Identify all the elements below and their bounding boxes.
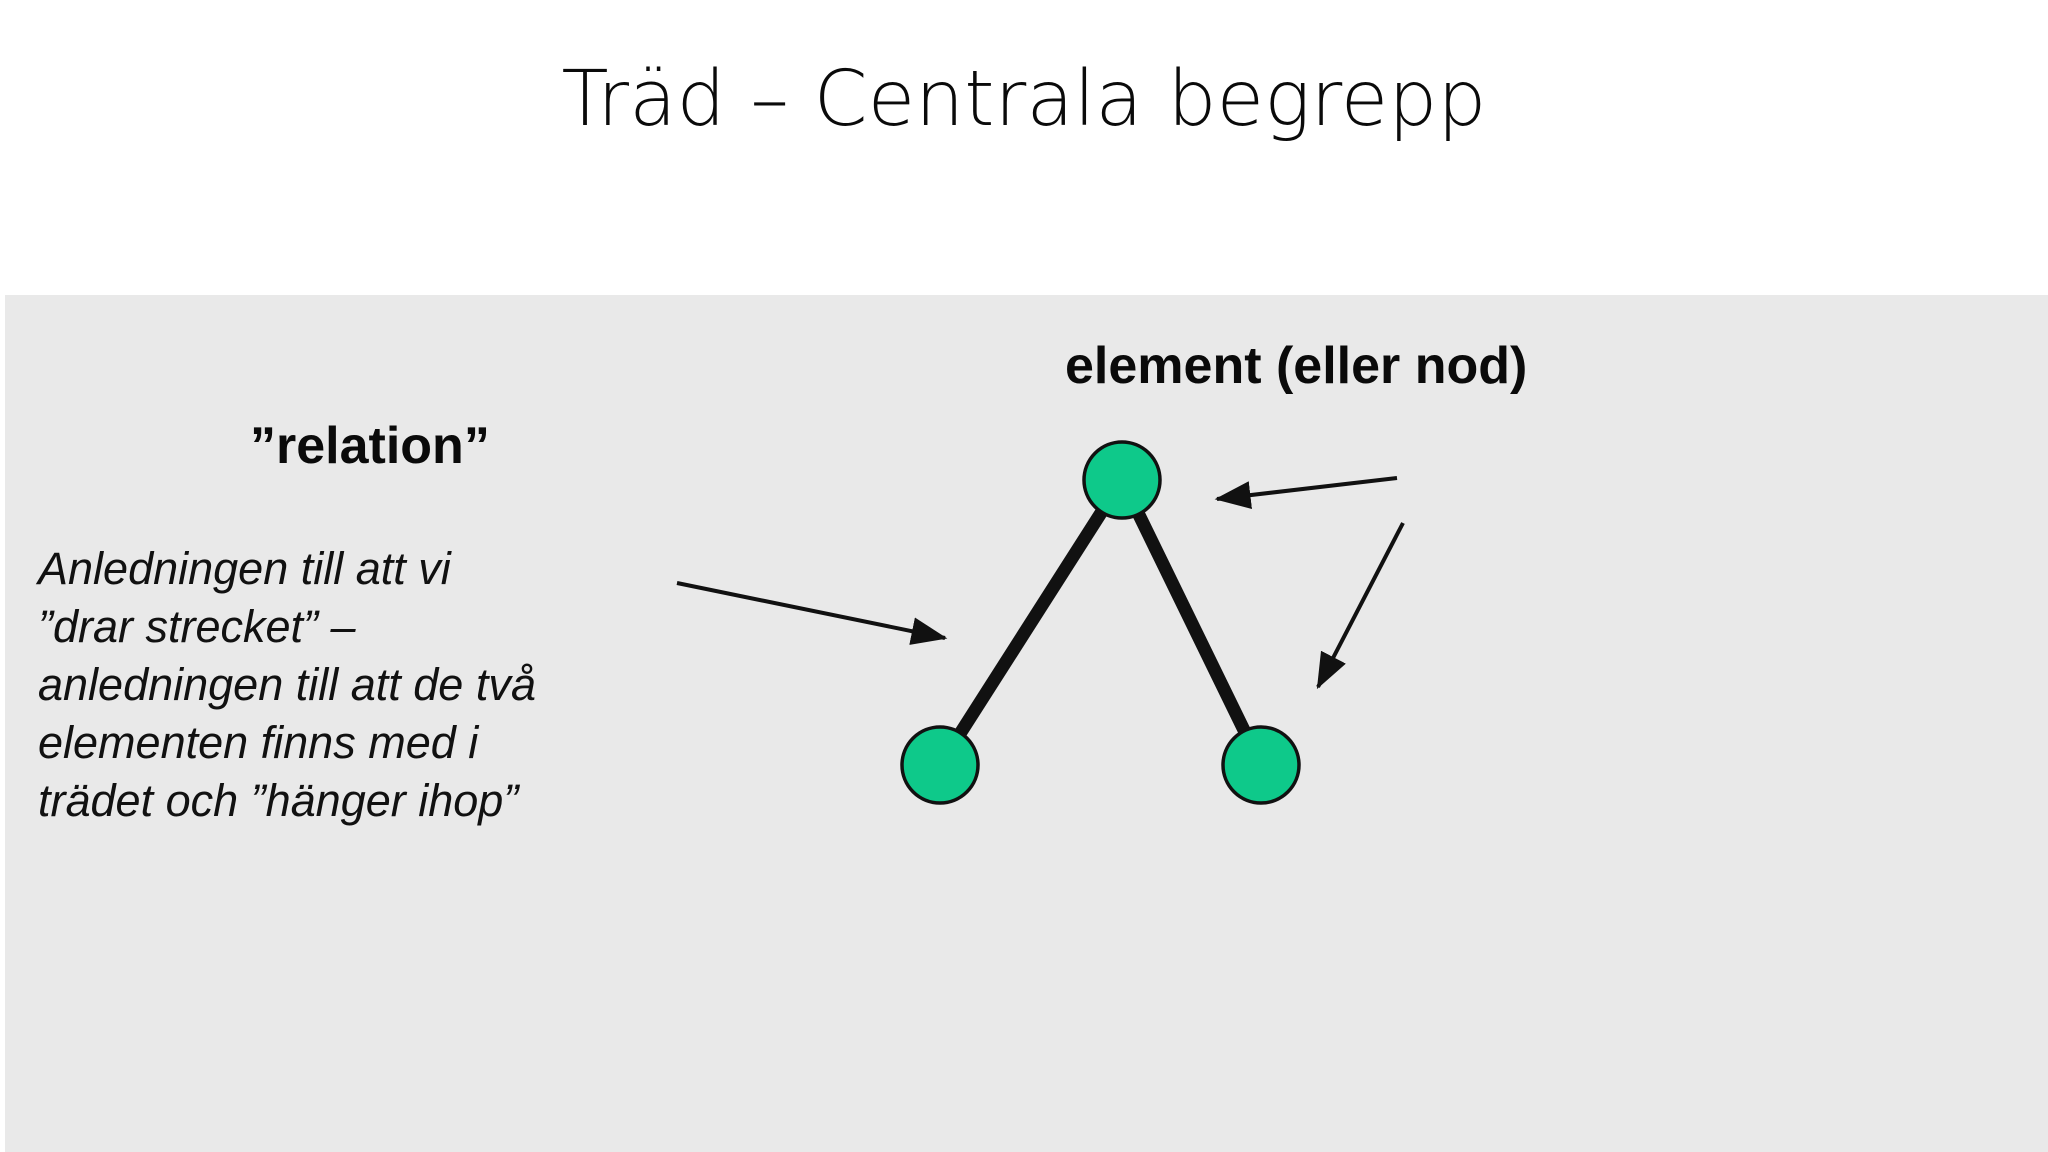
edge-root-to-left-child [934, 476, 1128, 769]
edge-root-to-right-child [1116, 477, 1267, 768]
node-root [1082, 440, 1162, 520]
tree-diagram [676, 440, 1405, 805]
node-child-right [1221, 725, 1301, 805]
explanation-line: anledningen till att de två [38, 659, 536, 710]
explanation-line: elementen finns med i [38, 717, 479, 768]
explanation-line: trädet och ”hänger ihop” [38, 775, 519, 826]
tree-nodes [900, 440, 1301, 805]
element-arrow-to-root-icon [1214, 476, 1398, 510]
explanation-paragraph: Anledningen till att vi ”drar strecket” … [38, 540, 678, 830]
element-arrow-to-child-icon [1316, 522, 1405, 690]
relation-arrow-icon [676, 581, 948, 645]
annotation-arrows [676, 476, 1405, 690]
explanation-line: Anledningen till att vi [38, 543, 451, 594]
relation-label: ”relation” [250, 417, 490, 475]
slide-content-panel: ”relation” element (eller nod) Anledning… [5, 295, 2048, 1152]
element-label: element (eller nod) [1065, 337, 1528, 395]
page-title: Träd – Centrala begrepp [561, 54, 1487, 144]
explanation-line: ”drar strecket” – [38, 601, 356, 652]
node-child-left [900, 725, 980, 805]
tree-edges [934, 476, 1267, 769]
slide-title-bar: Träd – Centrala begrepp [0, 0, 2048, 295]
